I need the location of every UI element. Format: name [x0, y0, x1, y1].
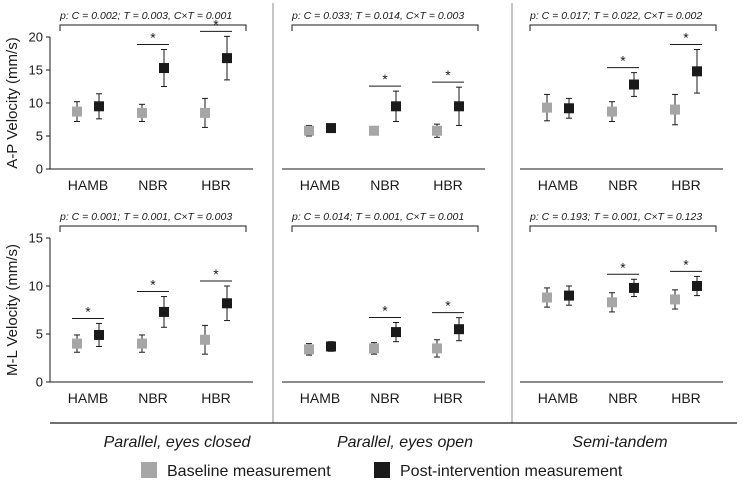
interaction-stat-label: p: C = 0.014; T = 0.001, C×T = 0.001 — [291, 211, 464, 223]
post-intervention-marker — [629, 282, 639, 293]
significance-bracket — [291, 225, 479, 232]
y-tick-label: 10 — [29, 279, 43, 294]
x-category-label: HAMB — [68, 390, 108, 406]
x-category-label: NBR — [370, 390, 400, 406]
baseline-marker — [137, 107, 147, 118]
baseline-marker — [432, 343, 442, 354]
baseline-marker — [369, 125, 379, 136]
x-category-label: HBR — [671, 390, 701, 406]
significance-star: * — [382, 71, 388, 87]
post-intervention-marker — [94, 101, 104, 112]
y-tick-label: 20 — [29, 30, 43, 45]
x-category-label: NBR — [138, 177, 168, 193]
significance-star: * — [150, 30, 156, 46]
post-intervention-marker — [629, 79, 639, 90]
y-tick-label: 5 — [36, 327, 43, 342]
interaction-stat-label: p: C = 0.001; T = 0.001, C×T = 0.003 — [59, 211, 232, 223]
post-intervention-marker — [326, 123, 336, 134]
baseline-marker — [542, 102, 552, 113]
y-axis-label: M-L Velocity (mm/s) — [4, 244, 21, 376]
significance-bracket — [59, 225, 247, 232]
significance-star: * — [382, 302, 388, 318]
baseline-marker — [137, 338, 147, 349]
baseline-marker — [607, 297, 617, 308]
x-category-label: HBR — [433, 177, 463, 193]
significance-bracket — [291, 24, 479, 31]
post-intervention-marker — [159, 63, 169, 74]
post-intervention-marker — [564, 290, 574, 301]
x-category-label: HAMB — [300, 390, 340, 406]
post-intervention-marker — [454, 324, 464, 335]
legend-label-baseline: Baseline measurement — [167, 463, 331, 480]
y-tick-label: 5 — [36, 129, 43, 144]
baseline-marker — [542, 292, 552, 303]
baseline-marker — [72, 106, 82, 117]
x-category-label: HAMB — [538, 177, 578, 193]
y-axis-label: A-P Velocity (mm/s) — [4, 37, 21, 168]
interaction-stat-label: p: C = 0.017; T = 0.022, C×T = 0.002 — [529, 10, 702, 22]
x-category-label: NBR — [370, 177, 400, 193]
x-category-label: NBR — [608, 177, 638, 193]
interaction-stat-label: p: C = 0.193; T = 0.001, C×T = 0.123 — [529, 211, 702, 223]
x-category-label: HBR — [671, 177, 701, 193]
legend-label-post-intervention: Post-intervention measurement — [400, 463, 623, 480]
y-tick-label: 0 — [36, 162, 43, 177]
baseline-marker — [607, 106, 617, 117]
significance-bracket — [59, 24, 247, 31]
post-intervention-marker — [391, 327, 401, 338]
post-intervention-marker — [391, 101, 401, 112]
post-intervention-marker — [564, 103, 574, 114]
y-tick-label: 10 — [29, 96, 43, 111]
significance-star: * — [620, 259, 626, 275]
significance-star: * — [683, 256, 689, 272]
legend-swatch-baseline — [141, 462, 157, 478]
baseline-marker — [200, 107, 210, 118]
post-intervention-marker — [326, 341, 336, 352]
post-intervention-marker — [692, 281, 702, 291]
baseline-marker — [304, 344, 314, 355]
x-category-label: HBR — [201, 177, 231, 193]
post-intervention-marker — [94, 329, 104, 340]
baseline-marker — [670, 294, 680, 305]
significance-star: * — [445, 67, 451, 83]
post-intervention-marker — [222, 298, 232, 309]
significance-star: * — [213, 16, 219, 32]
significance-star: * — [620, 53, 626, 69]
y-tick-label: 0 — [36, 375, 43, 390]
baseline-marker — [670, 104, 680, 115]
x-category-label: NBR — [138, 390, 168, 406]
x-category-label: HBR — [433, 390, 463, 406]
x-category-label: HAMB — [68, 177, 108, 193]
significance-bracket — [529, 225, 717, 232]
x-category-label: NBR — [608, 390, 638, 406]
interaction-stat-label: p: C = 0.033; T = 0.014, C×T = 0.003 — [291, 10, 464, 22]
column-title: Semi-tandem — [572, 434, 667, 451]
post-intervention-marker — [454, 101, 464, 112]
column-title: Parallel, eyes open — [337, 434, 473, 451]
significance-star: * — [85, 303, 91, 319]
y-tick-label: 15 — [29, 63, 43, 78]
significance-star: * — [445, 298, 451, 314]
x-category-label: HBR — [201, 390, 231, 406]
post-intervention-marker — [159, 306, 169, 317]
baseline-marker — [72, 338, 82, 349]
post-intervention-marker — [692, 66, 702, 77]
significance-bracket — [529, 24, 717, 31]
interaction-stat-label: p: C = 0.002; T = 0.003, C×T = 0.001 — [59, 10, 232, 22]
x-category-label: HAMB — [300, 177, 340, 193]
significance-star: * — [683, 30, 689, 46]
significance-star: * — [213, 266, 219, 282]
baseline-marker — [200, 334, 210, 345]
column-title: Parallel, eyes closed — [104, 434, 252, 451]
baseline-marker — [304, 125, 314, 136]
y-tick-label: 15 — [29, 231, 43, 246]
legend-swatch-post-intervention — [374, 462, 390, 478]
x-category-label: HAMB — [538, 390, 578, 406]
baseline-marker — [432, 125, 442, 136]
post-intervention-marker — [222, 53, 232, 64]
baseline-marker — [369, 343, 379, 354]
significance-star: * — [150, 277, 156, 293]
